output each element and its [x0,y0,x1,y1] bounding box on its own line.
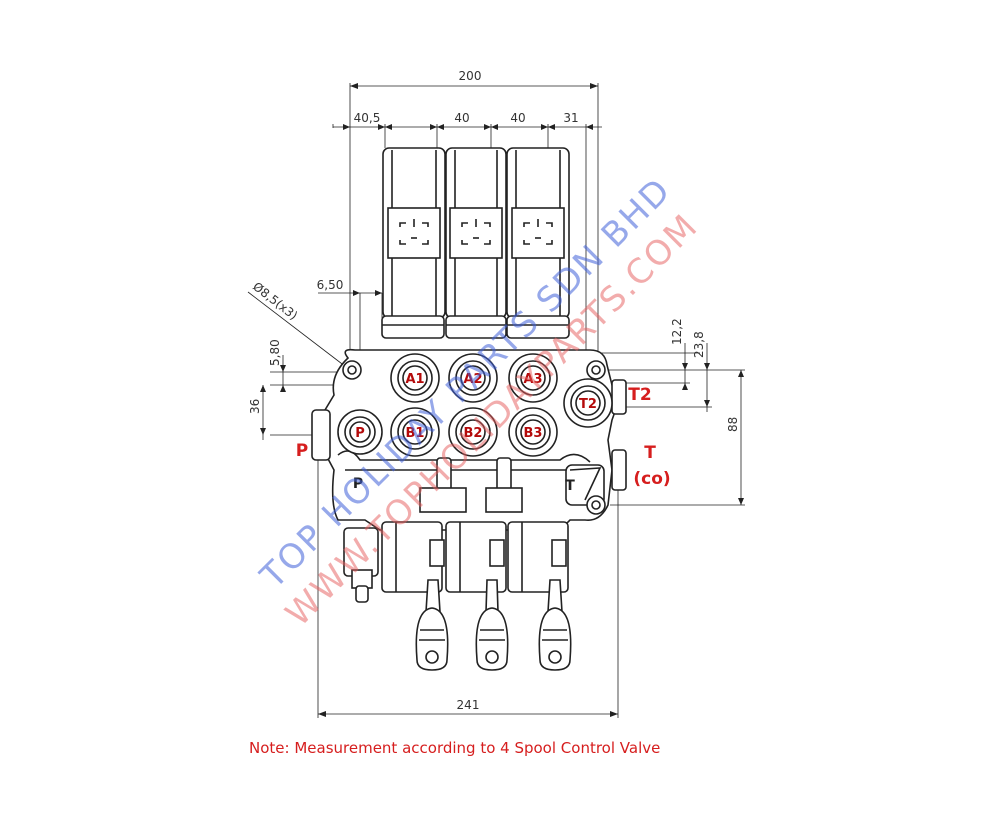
dim-right-height: 88 [726,417,740,432]
measurement-note: Note: Measurement according to 4 Spool C… [249,739,660,757]
port-label-b3: B3 [524,426,543,441]
dim-right-2: 23,8 [692,331,706,358]
spool-levers [343,457,572,671]
port-label-b1: B1 [406,426,425,441]
dim-offset-left: 6,50 [317,278,344,292]
dim-seg3: 40 [510,111,525,125]
body-label-t: T [565,478,575,494]
body-label-p: P [353,476,363,492]
external-label-p: P [296,441,308,461]
dim-right-1: 12,2 [670,318,684,345]
dim-overall-width-bottom: 241 [457,698,480,712]
external-label-co: (co) [633,469,670,489]
dim-seg2: 40 [454,111,469,125]
dim-seg4: 31 [563,111,578,125]
port-label-a2: A2 [463,372,482,387]
dim-seg1: 40,5 [354,111,381,125]
external-label-t: T [644,443,656,463]
port-label-p: P [355,426,365,441]
dim-hole-diameter: Ø8,5(x3) [250,279,300,322]
dim-overall-width-top: 200 [459,69,482,83]
dim-vertical-left-1: 5,80 [268,339,282,366]
solenoid-coils [381,147,570,339]
mounting-holes [342,360,606,515]
external-label-t2: T2 [628,385,651,405]
port-label-t2-inner: T2 [579,397,597,412]
port-label-a1: A1 [405,372,424,387]
ports [337,353,613,457]
dim-vertical-left-2: 36 [248,399,262,414]
port-label-b2: B2 [464,426,483,441]
port-label-a3: A3 [523,372,542,387]
